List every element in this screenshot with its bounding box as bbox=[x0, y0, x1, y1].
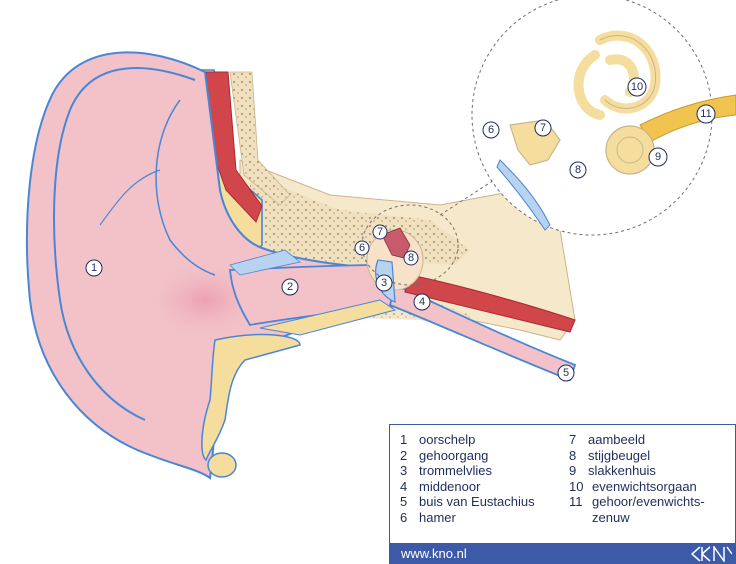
footer-url[interactable]: www.kno.nl bbox=[401, 546, 467, 561]
callout-8: 8 bbox=[404, 251, 418, 265]
inset-callout-11: 11 bbox=[697, 105, 715, 123]
callout-4: 4 bbox=[414, 294, 430, 310]
legend-item: zenuw bbox=[569, 510, 736, 526]
earlobe-tip bbox=[208, 453, 236, 477]
svg-text:7: 7 bbox=[377, 226, 383, 238]
inset-callout-9: 9 bbox=[649, 148, 667, 166]
callout-6: 6 bbox=[355, 241, 369, 255]
inset-callout-10: 10 bbox=[628, 78, 646, 96]
inset-callout-6: 6 bbox=[483, 122, 499, 138]
svg-text:8: 8 bbox=[575, 164, 581, 176]
kno-logo-icon bbox=[688, 546, 732, 562]
svg-text:9: 9 bbox=[655, 151, 661, 163]
callout-5: 5 bbox=[558, 365, 574, 381]
svg-text:6: 6 bbox=[359, 242, 365, 254]
inset-cochlea bbox=[606, 126, 654, 174]
svg-text:7: 7 bbox=[540, 122, 546, 134]
callout-7: 7 bbox=[373, 225, 387, 239]
svg-text:11: 11 bbox=[700, 108, 711, 120]
callout-2: 2 bbox=[282, 279, 298, 295]
earlobe-cartilage bbox=[202, 335, 300, 460]
callout-3: 3 bbox=[376, 275, 392, 291]
svg-text:3: 3 bbox=[381, 277, 387, 289]
svg-text:10: 10 bbox=[631, 81, 643, 93]
inset-callout-8: 8 bbox=[570, 162, 586, 178]
svg-text:5: 5 bbox=[563, 367, 569, 379]
inset-callout-7: 7 bbox=[535, 120, 551, 136]
footer-bar: www.kno.nl bbox=[389, 544, 736, 564]
callout-1: 1 bbox=[86, 260, 102, 276]
svg-text:8: 8 bbox=[408, 252, 414, 264]
svg-text:6: 6 bbox=[488, 124, 494, 136]
svg-text:4: 4 bbox=[419, 296, 425, 308]
svg-text:1: 1 bbox=[91, 262, 97, 274]
svg-text:2: 2 bbox=[287, 281, 293, 293]
